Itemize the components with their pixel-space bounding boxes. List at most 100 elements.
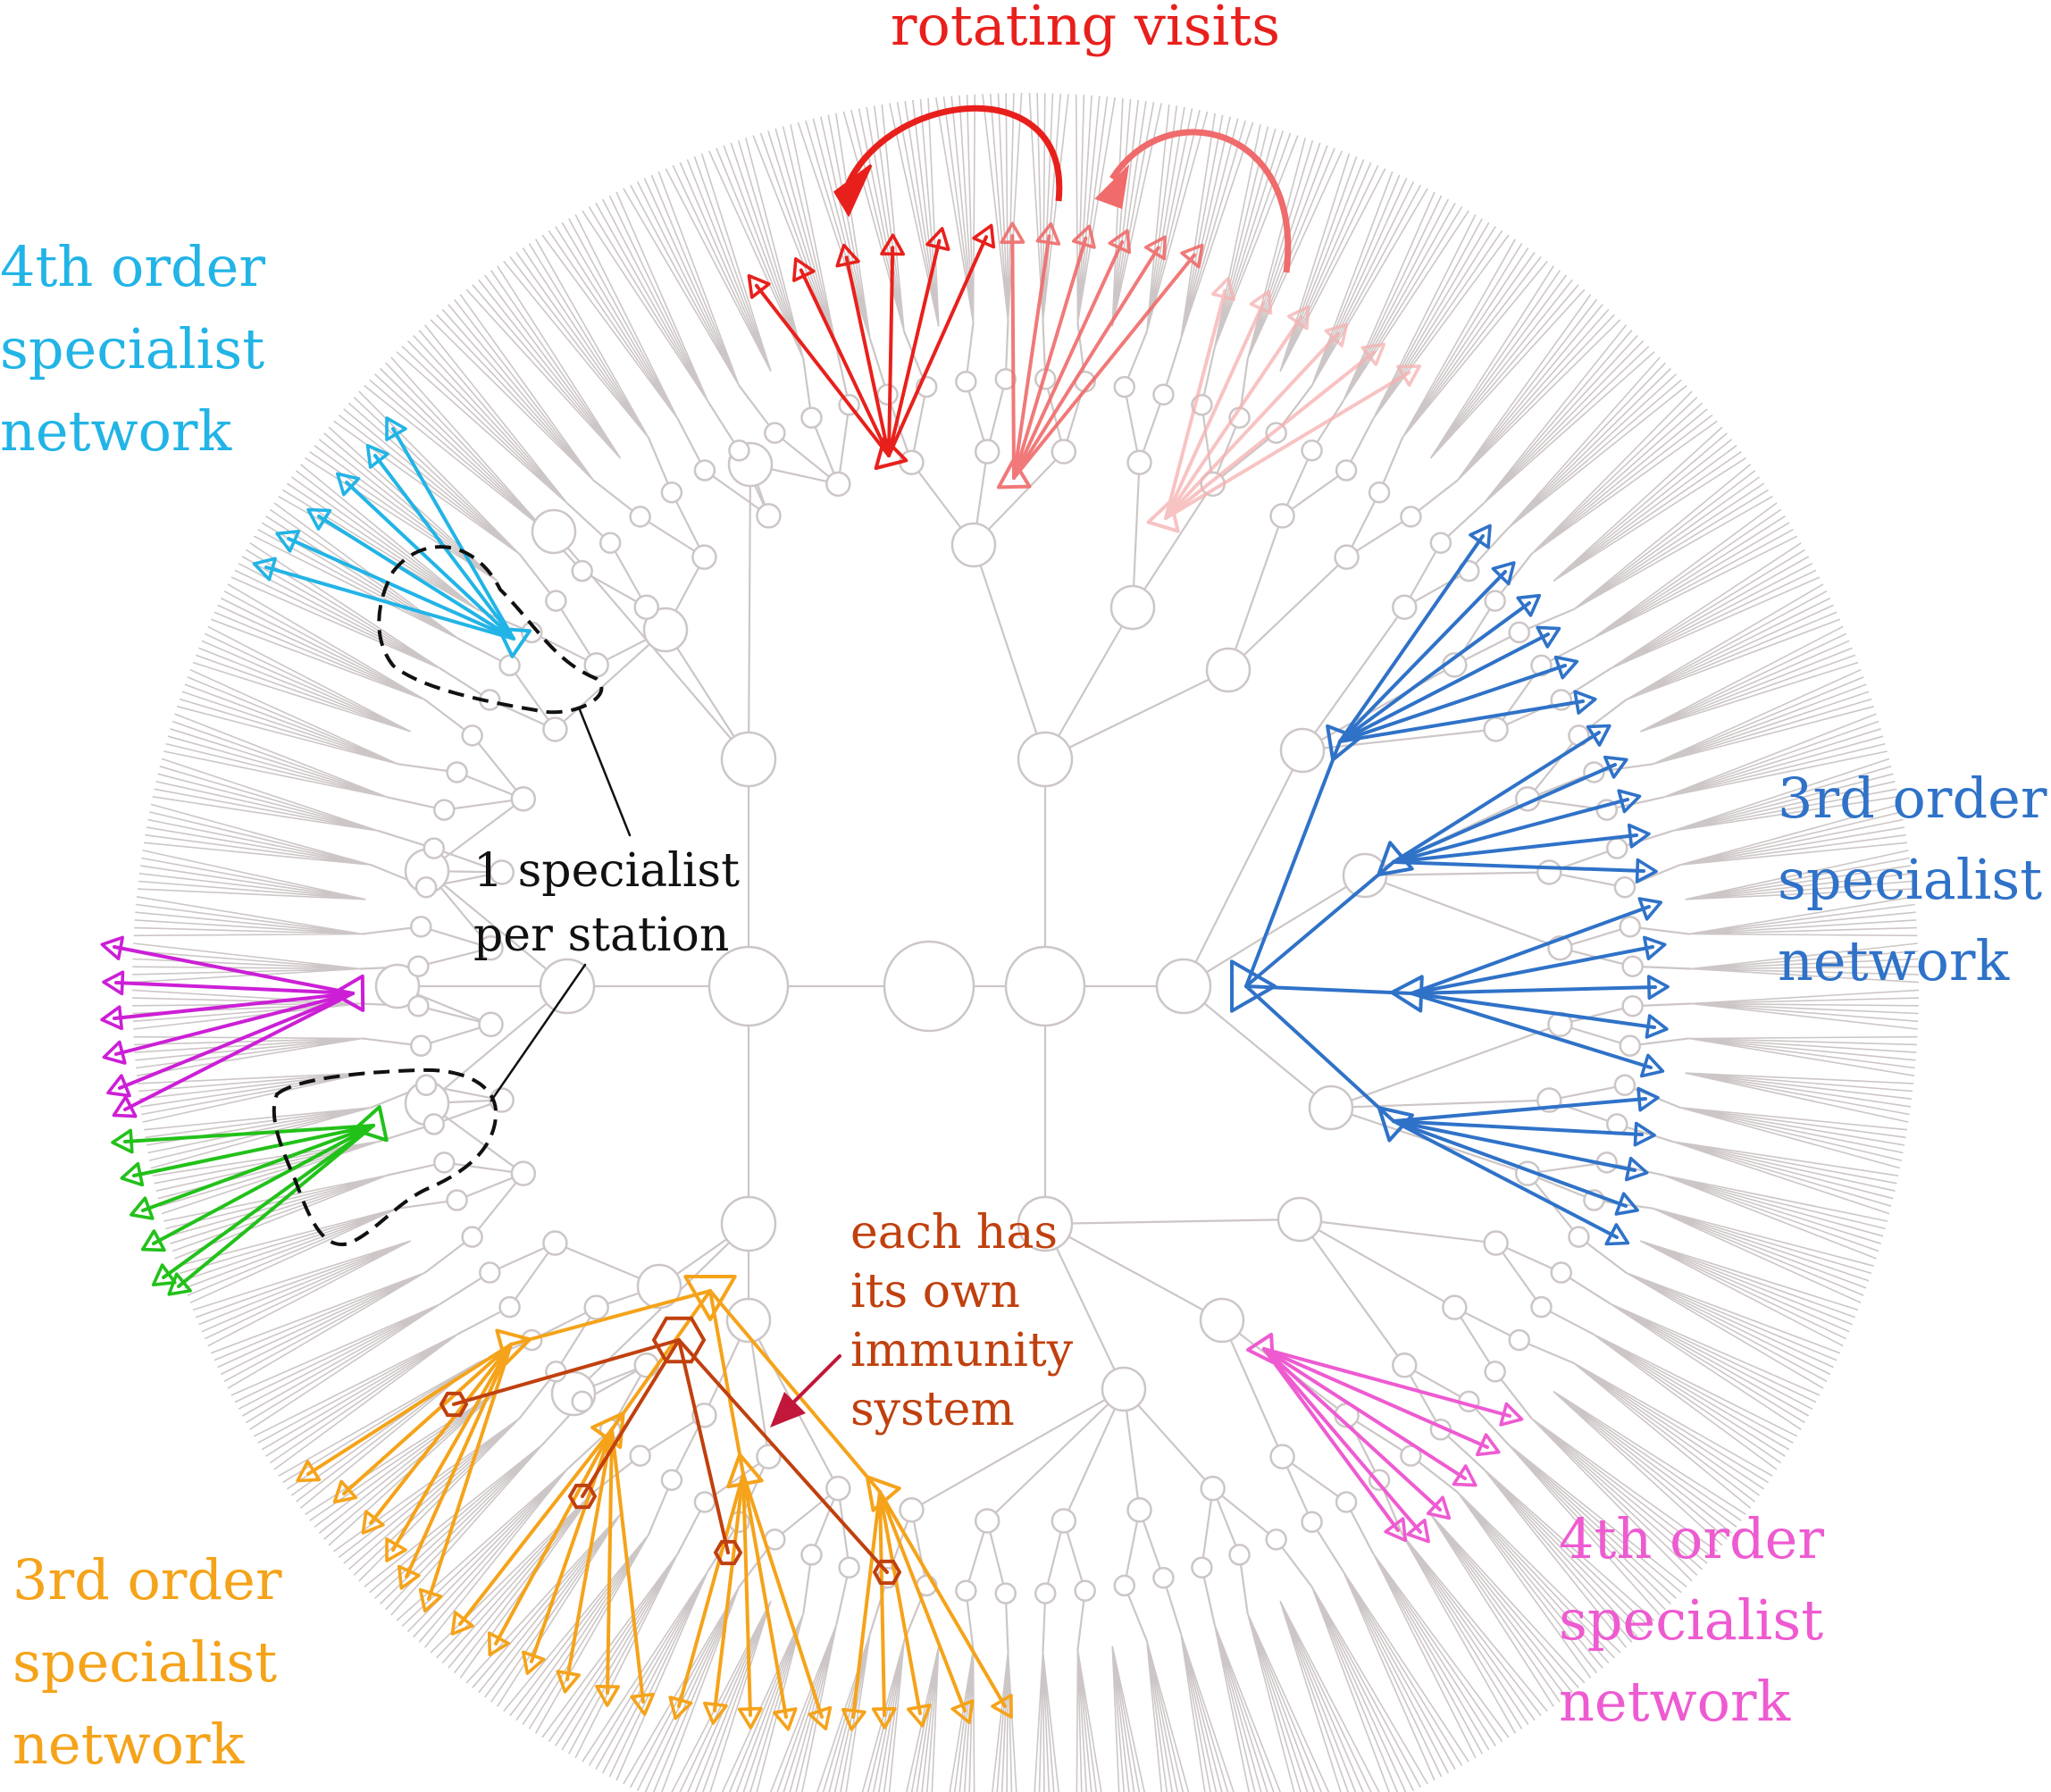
- specialist-link: [1244, 860, 1395, 988]
- orange-network-label: 3rd order specialist network: [13, 1547, 299, 1777]
- specialist-link: [708, 1289, 745, 1476]
- specialist-link: [844, 255, 891, 457]
- tree-edge: [1329, 1099, 1551, 1110]
- specialist-link: [306, 1343, 513, 1476]
- specialist-link: [458, 1428, 614, 1626]
- station-node: [1429, 532, 1452, 554]
- tree-edge: [1298, 1218, 1406, 1367]
- immunity-pointer: [784, 1354, 841, 1411]
- tree-edge: [1182, 874, 1367, 988]
- specialist-link: [1410, 992, 1653, 1069]
- tree-edge: [1043, 606, 1134, 761]
- station-label: 1 specialist per station: [473, 844, 755, 962]
- station-node: [1113, 1574, 1136, 1597]
- specialist-link: [1338, 699, 1585, 743]
- specialist-triangle: [100, 935, 124, 960]
- branch-node: [725, 1297, 772, 1344]
- station-node: [728, 440, 750, 462]
- specialist-triangle: [1180, 243, 1204, 269]
- branch-node: [531, 508, 577, 555]
- station-node: [599, 532, 622, 554]
- pointer-line-upper: [577, 706, 632, 837]
- hub-triangle: [1230, 959, 1277, 1013]
- branch-node: [1277, 1196, 1323, 1243]
- specialist-link: [887, 246, 895, 457]
- immunity-hexagon: [439, 1391, 469, 1418]
- tree-edge: [1301, 728, 1497, 752]
- specialist-link: [1164, 301, 1266, 520]
- station-node: [479, 1261, 501, 1284]
- specialist-triangle: [167, 1272, 192, 1296]
- sub-hub-triangle: [726, 1453, 764, 1489]
- tree-edge: [703, 469, 770, 517]
- specialist-link: [878, 1490, 886, 1717]
- specialist-link: [391, 1343, 513, 1552]
- specialist-link: [887, 235, 989, 457]
- hub-triangle: [1146, 498, 1180, 533]
- blue-network: [1230, 523, 1670, 1246]
- immunity-label: each has its own immunity system: [850, 1206, 1088, 1436]
- specialist-link: [708, 1289, 882, 1494]
- tree-edge: [425, 984, 569, 1105]
- specialist-link: [1010, 234, 1016, 480]
- tree-edge: [910, 1387, 1126, 1511]
- specialist-triangle: [1614, 1192, 1639, 1216]
- station-node: [423, 1113, 446, 1135]
- specialist-link: [741, 1472, 824, 1719]
- station-node: [1621, 955, 1644, 978]
- station-node: [633, 594, 659, 620]
- station-node: [994, 1582, 1017, 1604]
- specialist-triangle: [102, 970, 125, 996]
- specialist-triangle: [102, 1040, 127, 1065]
- specialist-link: [1262, 1347, 1400, 1532]
- blue-network-label: 3rd order specialist network: [1778, 766, 2051, 993]
- station-node: [1269, 503, 1295, 529]
- specialist-triangle: [950, 1699, 975, 1724]
- hub-triangle: [683, 1275, 737, 1321]
- sub-hub-triangle: [1377, 841, 1414, 877]
- station-node: [545, 590, 567, 612]
- specialist-link: [1164, 331, 1340, 520]
- specialist-link: [141, 1124, 375, 1212]
- specialist-link: [345, 481, 515, 641]
- station-node: [498, 1295, 521, 1319]
- specialist-triangle: [1426, 1495, 1452, 1520]
- pink-network: [1246, 1332, 1524, 1544]
- specialist-link: [1338, 601, 1531, 743]
- station-node: [1301, 440, 1323, 462]
- station-node: [542, 716, 568, 742]
- specialist-triangle: [1617, 789, 1642, 814]
- station-node: [583, 1294, 609, 1320]
- station-node: [1613, 875, 1637, 899]
- root-node: [883, 940, 975, 1033]
- station-node: [571, 559, 593, 582]
- station-node: [498, 654, 521, 677]
- specialist-triangle: [1249, 289, 1273, 315]
- specialist-triangle: [668, 1696, 693, 1721]
- station-node: [1335, 459, 1358, 481]
- specialist-link: [494, 1428, 614, 1645]
- station-node: [1126, 449, 1152, 475]
- station-node: [1508, 1328, 1530, 1352]
- station-outline-upper: [377, 545, 604, 715]
- station-node: [1126, 1497, 1152, 1523]
- cyan-network: [252, 416, 532, 658]
- hub-triangle: [331, 974, 365, 1012]
- specialist-link: [1410, 905, 1651, 995]
- specialist-link: [132, 1124, 375, 1177]
- hub-node: [1004, 945, 1086, 1027]
- specialist-triangle: [151, 1263, 177, 1286]
- immunity-link: [677, 1338, 889, 1574]
- station-node: [410, 916, 432, 938]
- tree-edge: [1281, 469, 1348, 517]
- station-node: [693, 1491, 716, 1513]
- station-node: [478, 1011, 504, 1038]
- station-node: [633, 1352, 659, 1378]
- specialist-link: [1164, 350, 1377, 520]
- tree-edge: [1548, 1084, 1627, 1101]
- specialist-triangle: [111, 1128, 134, 1154]
- specialist-triangle: [1406, 1519, 1430, 1544]
- tree-edge: [910, 1509, 928, 1587]
- specialist-triangle: [1475, 1433, 1501, 1457]
- station-outline-lower: [272, 1068, 498, 1247]
